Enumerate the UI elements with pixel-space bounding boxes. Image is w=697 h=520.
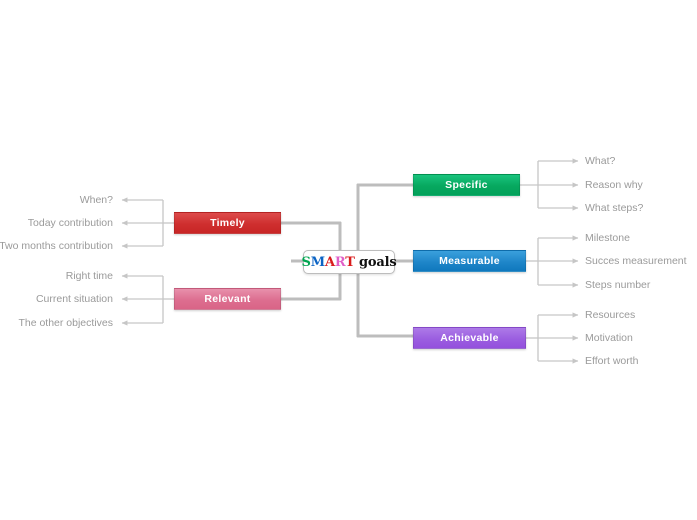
leaf-achievable-3[interactable]: Effort worth [585,355,639,367]
leaf-relevant-1[interactable]: Right time [65,270,113,282]
branch-node-achievable[interactable]: Achievable [413,327,526,349]
center-node-label: SMART goals [302,256,397,269]
branch-label-achievable: Achievable [440,332,499,344]
branch-node-timely[interactable]: Timely [174,212,281,234]
leaf-measurable-3[interactable]: Steps number [585,279,651,291]
branch-label-measurable: Measurable [439,255,500,267]
center-letter-m: M [310,254,325,270]
leaf-specific-1[interactable]: What? [585,155,616,167]
center-letter-r: R [334,254,346,270]
center-letter-s: S [301,254,311,270]
branch-label-relevant: Relevant [204,293,251,305]
leaf-timely-3[interactable]: Two months contribution [0,240,113,252]
branch-node-measurable[interactable]: Measurable [413,250,526,272]
center-letter-a: A [324,254,335,270]
leaf-timely-2[interactable]: Today contribution [27,217,113,229]
center-node-smart-goals[interactable]: SMART goals [302,250,397,274]
leaf-timely-1[interactable]: When? [79,194,113,206]
leaf-specific-3[interactable]: What steps? [585,202,644,214]
branch-node-specific[interactable]: Specific [413,174,520,196]
leaf-relevant-3[interactable]: The other objectives [18,317,113,329]
branch-label-timely: Timely [210,217,245,229]
leaf-measurable-1[interactable]: Milestone [585,232,630,244]
branch-label-specific: Specific [445,179,488,191]
leaf-achievable-2[interactable]: Motivation [585,332,633,344]
leaf-achievable-1[interactable]: Resources [585,309,636,321]
branch-node-relevant[interactable]: Relevant [174,288,281,310]
center-letter-t: T [345,254,355,270]
center-suffix-goals: goals [354,254,397,270]
leaf-measurable-2[interactable]: Succes measurement [585,255,687,267]
leaf-specific-2[interactable]: Reason why [585,179,643,191]
leaf-relevant-2[interactable]: Current situation [35,293,113,305]
